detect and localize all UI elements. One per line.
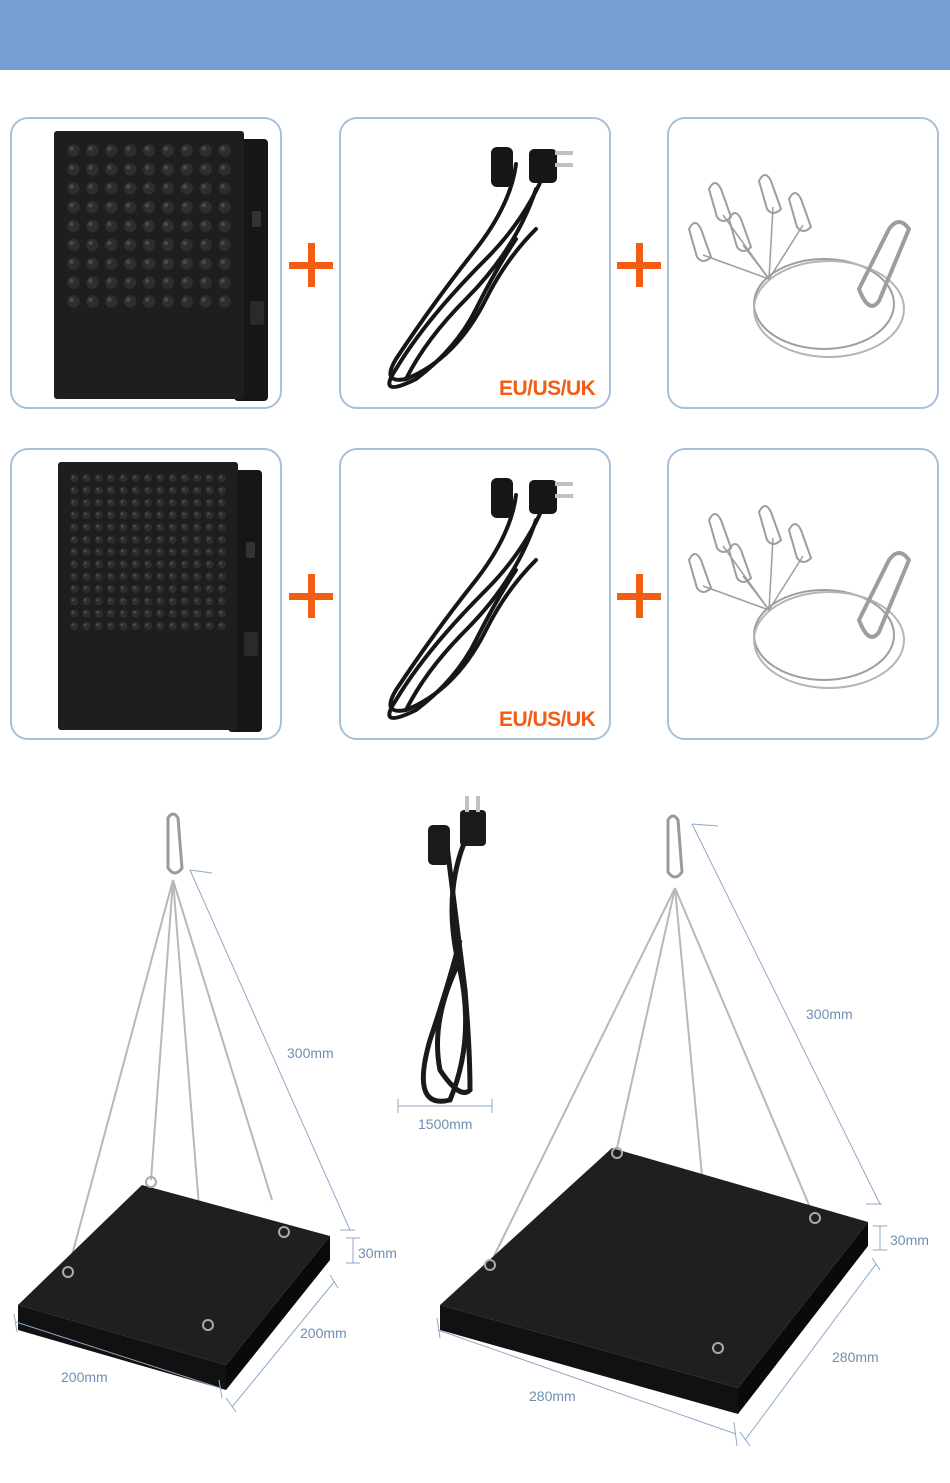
plus-icon: [289, 574, 333, 618]
small-depth: 200mm: [300, 1325, 347, 1341]
small-panel-hanging-icon: [18, 812, 330, 1390]
plus-icon: [289, 243, 333, 287]
header-band: [0, 0, 950, 70]
large-hang-length: 300mm: [806, 1006, 853, 1022]
panel-card-row1: [10, 117, 282, 409]
cord-card-row1: EU/US/UK: [339, 117, 611, 409]
plug-type-label: EU/US/UK: [499, 377, 596, 400]
led-panel-81-icon: [54, 131, 268, 401]
led-panel-169-icon: [58, 462, 262, 732]
small-thickness: 30mm: [358, 1245, 397, 1261]
large-depth: 280mm: [832, 1349, 879, 1365]
hanging-kit-icon: [687, 174, 912, 358]
small-width: 200mm: [61, 1369, 108, 1385]
plug-type-label: EU/US/UK: [499, 708, 596, 731]
large-width: 280mm: [529, 1388, 576, 1404]
power-cord-icon: [420, 796, 486, 1104]
large-panel-hanging-icon: [440, 814, 868, 1414]
power-cord-icon: [387, 147, 573, 389]
power-cord-icon: [387, 478, 573, 720]
large-thickness: 30mm: [890, 1232, 929, 1248]
panel-card-row2: [10, 448, 282, 740]
hanging-kit-icon: [687, 505, 912, 689]
small-hang-length: 300mm: [287, 1045, 334, 1061]
dimension-diagram: 300mm 30mm 200mm 200mm 1500mm: [13, 796, 929, 1447]
kit-card-row1: [667, 117, 939, 409]
kit-card-row2: [667, 448, 939, 740]
cord-card-row2: EU/US/UK: [339, 448, 611, 740]
cord-length: 1500mm: [418, 1116, 472, 1132]
plus-icon: [617, 243, 661, 287]
plus-icon: [617, 574, 661, 618]
